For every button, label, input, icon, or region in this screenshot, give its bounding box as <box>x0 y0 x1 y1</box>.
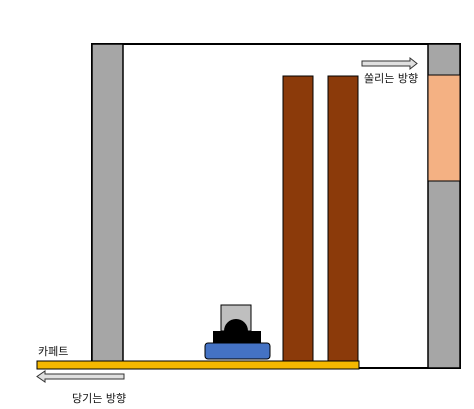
robot-base <box>204 342 271 360</box>
robot <box>204 304 271 360</box>
room-outline <box>91 43 461 369</box>
slide-direction-arrow <box>361 56 418 71</box>
pillar-left <box>282 75 314 363</box>
slide-direction-label: 쏠리는 방향 <box>364 72 418 85</box>
pull-direction-arrow <box>36 370 125 383</box>
door-panel <box>427 74 461 182</box>
pillar-right <box>327 75 359 363</box>
carpet-label: 카페트 <box>38 345 68 358</box>
left-wall <box>91 43 124 369</box>
carpet <box>36 360 360 370</box>
robot-head <box>213 319 261 343</box>
pull-direction-label: 당기는 방향 <box>72 392 126 405</box>
